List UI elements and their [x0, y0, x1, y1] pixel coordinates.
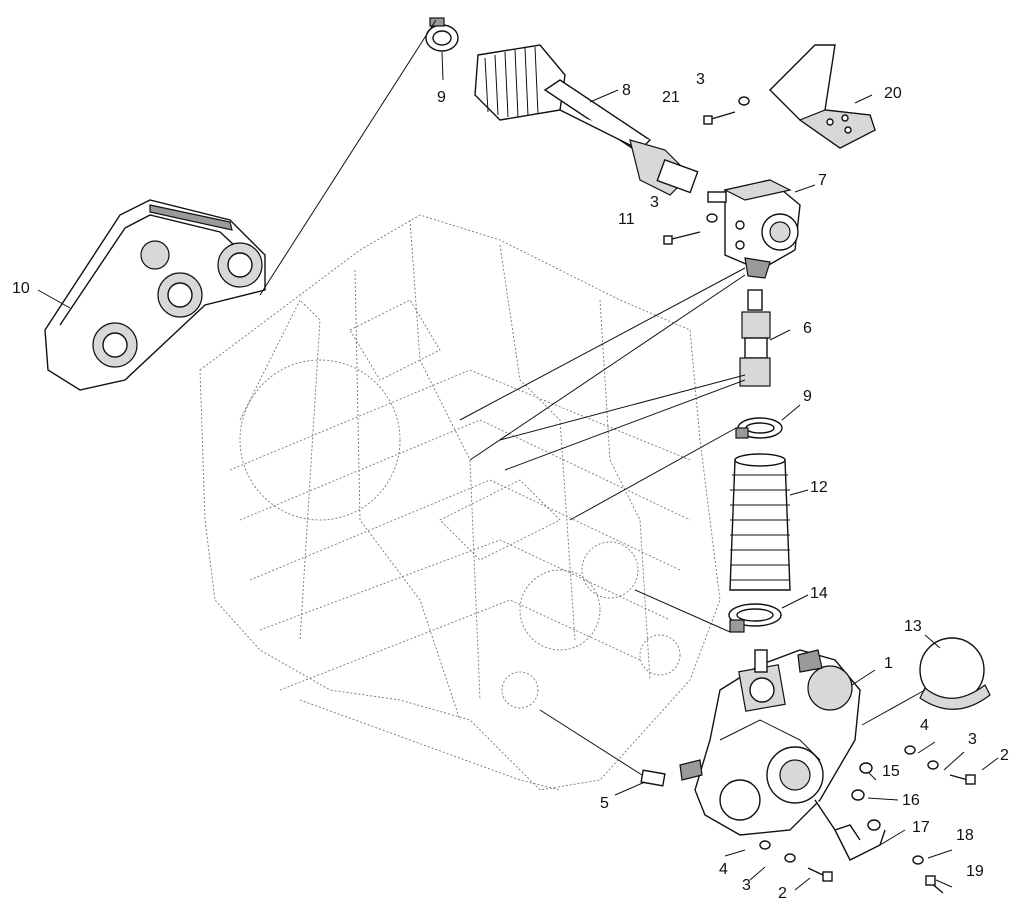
callout-1: 1 [884, 655, 893, 672]
callout-18: 18 [956, 827, 974, 844]
mounting-bracket [769, 44, 876, 149]
callout-4-right: 4 [920, 717, 929, 734]
callout-15: 15 [882, 763, 900, 780]
belt-drive-housing [44, 199, 266, 391]
callout-19: 19 [966, 863, 984, 880]
callout-4-bottom: 4 [719, 861, 728, 878]
callout-12: 12 [810, 479, 828, 496]
callout-3-upper: 3 [650, 194, 659, 211]
hose-clamp-middle [735, 417, 783, 439]
callout-5: 5 [600, 795, 609, 812]
main-gearbox [679, 649, 861, 836]
callout-3-bottom: 3 [742, 877, 751, 894]
hose-clamp-top [425, 17, 459, 52]
callout-20: 20 [884, 85, 902, 102]
callout-2-right: 2 [1000, 747, 1009, 764]
callout-labels: 9 8 3 21 20 7 3 11 10 6 9 12 14 13 1 4 3… [12, 71, 1009, 902]
callout-6: 6 [803, 320, 812, 337]
callout-8: 8 [622, 82, 631, 99]
cover-cap [919, 637, 991, 710]
leader-lines [37, 19, 999, 891]
callout-9-top: 9 [437, 89, 446, 106]
universal-joint [739, 289, 771, 387]
angle-gearbox [707, 179, 801, 279]
drive-shaft [474, 44, 699, 196]
callout-11: 11 [618, 211, 635, 228]
bracket-rod [814, 799, 886, 861]
callout-13: 13 [904, 618, 922, 635]
callout-16: 16 [902, 792, 920, 809]
bellows-boot [729, 453, 791, 591]
callout-3-right: 3 [968, 731, 977, 748]
callout-9-middle: 9 [803, 388, 812, 405]
callout-14: 14 [810, 585, 828, 602]
callout-7: 7 [818, 172, 827, 189]
fastener-hardware [663, 96, 976, 894]
callout-10: 10 [12, 280, 30, 297]
callout-3-top: 3 [696, 71, 705, 88]
hose-clamp-lower [728, 603, 782, 633]
callout-2-bottom: 2 [778, 885, 787, 902]
shaft-pin [640, 769, 666, 787]
callout-17: 17 [912, 819, 930, 836]
machine-frame-outline [199, 214, 721, 791]
callout-21: 21 [662, 89, 680, 106]
